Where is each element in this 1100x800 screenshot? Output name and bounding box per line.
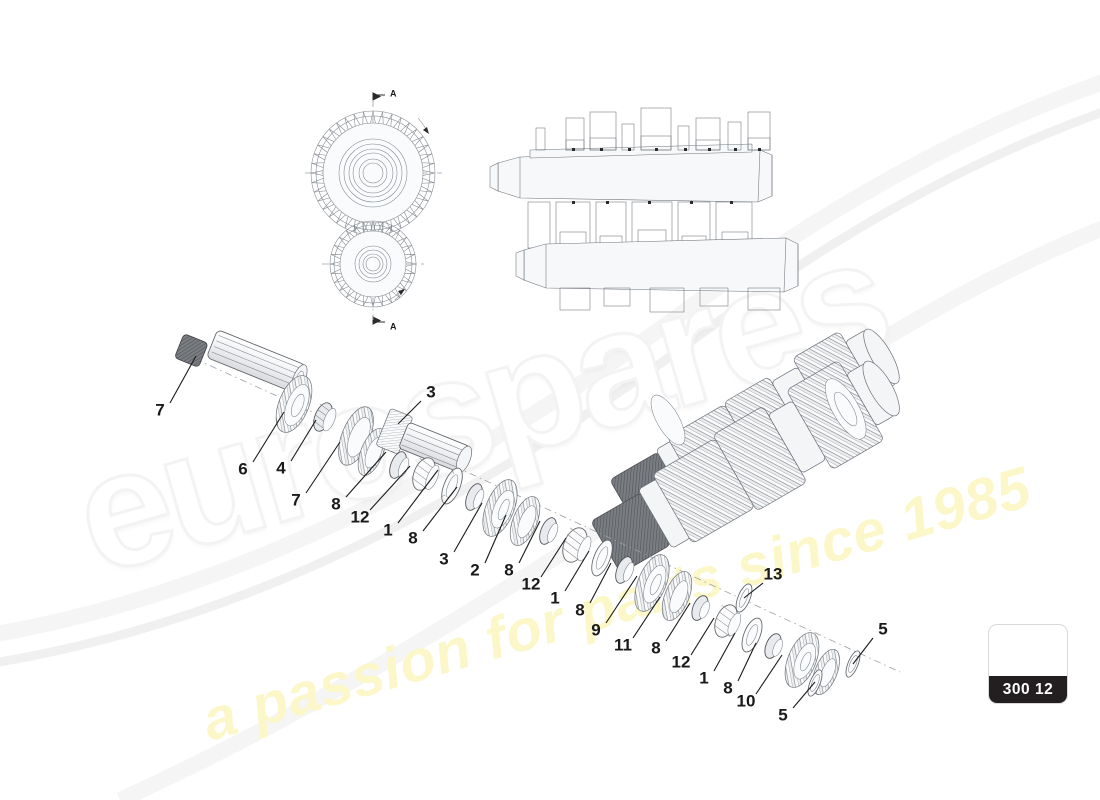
callout-leader: [169, 355, 197, 404]
callout-4: 4: [276, 419, 317, 477]
callout-leader: [690, 617, 715, 656]
callout-leader: [252, 411, 285, 463]
callout-leader: [755, 654, 783, 695]
callout-leader: [713, 632, 736, 672]
callout-number: 1: [383, 520, 392, 539]
badge-number: 300 12: [1002, 680, 1054, 698]
callout-leader: [345, 451, 387, 498]
callout-leader: [453, 502, 483, 553]
callout-8: 8: [575, 562, 612, 619]
callout-leader: [305, 441, 341, 494]
callout-number: 9: [591, 620, 600, 639]
callout-leader: [589, 562, 612, 604]
callout-number: 7: [291, 490, 300, 509]
callout-12: 12: [672, 617, 715, 671]
callout-number: 3: [426, 382, 435, 401]
callout-leader: [564, 550, 590, 592]
callout-number: 12: [672, 652, 691, 671]
callout-8: 8: [504, 520, 541, 579]
svg-text:A: A: [390, 88, 397, 98]
callout-number: 1: [550, 588, 559, 607]
callout-3: 3: [439, 502, 483, 568]
view-gear-mesh-end-view: A A: [305, 88, 442, 331]
callout-number: 3: [439, 549, 448, 568]
callout-8: 8: [723, 642, 757, 697]
callout-leader: [743, 582, 764, 599]
callout-9: 9: [591, 575, 638, 639]
callout-number: 2: [470, 560, 479, 579]
callout-number: 10: [737, 691, 756, 710]
callout-number: 4: [276, 458, 286, 477]
callout-7: 7: [155, 355, 197, 419]
callout-7: 7: [291, 441, 341, 509]
callout-number: 12: [522, 574, 541, 593]
callout-leader: [518, 520, 541, 564]
callout-leader: [540, 537, 567, 578]
callout-leader: [605, 575, 638, 624]
callout-11: 11: [614, 596, 661, 654]
callout-leader: [484, 514, 507, 564]
callout-8: 8: [408, 486, 458, 547]
callout-number: 8: [575, 600, 584, 619]
callout-5: 5: [778, 681, 816, 724]
callout-number: 5: [878, 619, 887, 638]
callout-6: 6: [238, 411, 285, 478]
callout-leader: [397, 400, 422, 425]
view-exploded-input-shaft: [175, 330, 337, 433]
callout-number: 8: [723, 678, 732, 697]
callout-12: 12: [351, 465, 411, 526]
callout-number: 6: [238, 459, 247, 478]
callout-leader: [422, 486, 458, 532]
callout-number: 8: [408, 528, 417, 547]
callout-1: 1: [383, 469, 439, 539]
part-group-badge[interactable]: 300 12: [988, 624, 1068, 704]
callout-number: 11: [614, 635, 632, 654]
callout-13: 13: [743, 564, 783, 599]
callout-number: 8: [331, 494, 340, 513]
view-shaft-cross-section: [489, 107, 799, 313]
callout-10: 10: [737, 654, 783, 710]
callout-number: 1: [699, 668, 708, 687]
callout-8: 8: [331, 451, 387, 513]
callout-5: 5: [852, 619, 888, 665]
callout-leader: [737, 642, 757, 682]
callout-leader: [665, 602, 691, 642]
view-exploded-main-shaft: [338, 406, 901, 697]
callout-2: 2: [470, 514, 507, 579]
callout-number: 13: [764, 564, 783, 583]
callout-3: 3: [397, 382, 436, 425]
callout-leader: [290, 419, 317, 462]
callout-number: 5: [778, 705, 787, 724]
callout-leader: [632, 596, 661, 639]
callout-8: 8: [651, 602, 691, 657]
callout-number: 8: [651, 638, 660, 657]
callout-12: 12: [522, 537, 567, 593]
callout-leader: [792, 681, 816, 709]
callout-1: 1: [699, 632, 736, 687]
badge-band: 300 12: [989, 676, 1067, 703]
callout-number: 12: [351, 507, 370, 526]
callout-number: 8: [504, 560, 513, 579]
svg-text:A: A: [390, 321, 397, 331]
view-assembled-shafts-3d: [592, 328, 900, 573]
callout-number: 7: [155, 400, 164, 419]
callout-leader: [852, 637, 874, 665]
callout-leader: [369, 465, 411, 511]
callout-leader: [397, 469, 439, 524]
callout-1: 1: [550, 550, 590, 607]
